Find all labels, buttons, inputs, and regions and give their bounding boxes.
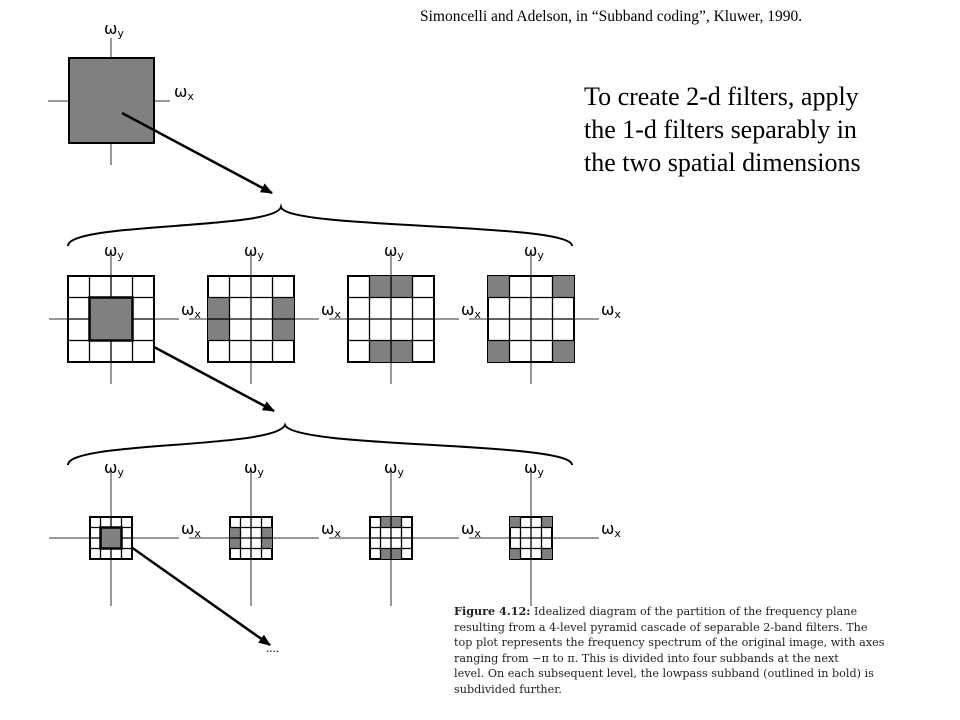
figure-caption: Figure 4.12: Idealized diagram of the pa… [454,604,954,697]
filled-subband [552,340,574,362]
caption-line: ranging from −π to π. This is divided in… [454,651,839,665]
brace-level-2 [67,422,573,466]
omega-y-label: ωy [244,241,264,262]
filled-subband [488,340,510,362]
omega-y-label: ωy [104,19,124,40]
omega-y-label: ωy [384,458,404,479]
omega-x-label: ωx [601,300,621,321]
omega-x-label: ωx [601,519,621,540]
subband-plot: ωy ωx [329,241,481,384]
caption-line: Figure 4.12: Idealized diagram of the pa… [454,604,954,620]
filled-subband [208,297,230,319]
omega-y-label: ωy [524,241,544,262]
omega-x-label: ωx [461,519,481,540]
filled-subband [541,517,552,528]
filled-subband [552,276,574,298]
omega-y-label: ωy [104,458,124,479]
lowpass-subband-bold [99,526,123,550]
explanation-text: To create 2-d filters, apply the 1-d fil… [584,80,954,179]
filled-subband [261,527,272,538]
omega-y-label: ωy [524,458,544,479]
filled-subband [488,276,510,298]
arrow-level-1 [121,111,273,195]
omega-y-label: ωy [104,241,124,262]
filled-subband [208,319,230,341]
filled-subband [391,340,413,362]
filled-subband [391,548,402,559]
caption-line: level. On each subsequent level, the low… [454,667,874,680]
filled-subband [230,527,241,538]
ellipsis: .... [266,640,279,655]
subband-plot: ωy ωx [189,241,341,384]
omega-x-label: ωx [181,300,201,321]
explanation-line: the 1-d filters separably in [584,115,857,144]
omega-x-label: ωx [174,82,194,103]
filled-subband [261,538,272,549]
lowpass-subband-bold [88,296,134,342]
subband-plot: ωy ωx [49,458,201,606]
filled-subband [230,538,241,549]
omega-x-label: ωx [321,300,341,321]
caption-line: subdivided further. [454,682,562,696]
caption-line: resulting from a 4-level pyramid cascade… [454,620,868,634]
brace-level-1 [67,203,573,247]
original-spectrum-plot: ωy ωx [48,19,194,165]
figure-label: Figure 4.12: [454,604,531,618]
subband-plot: ωy ωx [189,458,341,606]
subband-plot: ωy ωx [469,458,621,606]
full-spectrum-square [68,57,155,144]
filled-subband [272,297,294,319]
filled-subband [510,517,521,528]
omega-x-label: ωx [461,300,481,321]
filled-subband [272,319,294,341]
subband-plot: ωy ωx [329,458,481,606]
filled-subband [380,548,391,559]
filled-subband [391,517,402,528]
caption-text: Idealized diagram of the partition of th… [530,605,858,618]
caption-line: top plot represents the frequency spectr… [454,636,885,649]
subband-plot: ωy ωx [469,241,621,384]
filled-subband [510,548,521,559]
subband-plot: ωy ωx [49,241,201,384]
filled-subband [391,276,413,298]
citation: Simoncelli and Adelson, in “Subband codi… [420,8,803,25]
omega-x-label: ωx [321,519,341,540]
filled-subband [380,517,391,528]
arrow-level-3 [123,540,271,647]
subband-row-level-2: ωy ωx ωy ωx ωy ωx ωy ωx [49,241,621,384]
explanation-line: To create 2-d filters, apply [584,82,859,111]
omega-y-label: ωy [244,458,264,479]
subband-row-level-3: ωy ωx ωy ωx ωy ωx ωy ωx [49,458,621,606]
omega-x-label: ωx [181,519,201,540]
omega-y-label: ωy [384,241,404,262]
filled-subband [541,548,552,559]
explanation-line: the two spatial dimensions [584,148,861,177]
filled-subband [369,276,391,298]
filled-subband [369,340,391,362]
